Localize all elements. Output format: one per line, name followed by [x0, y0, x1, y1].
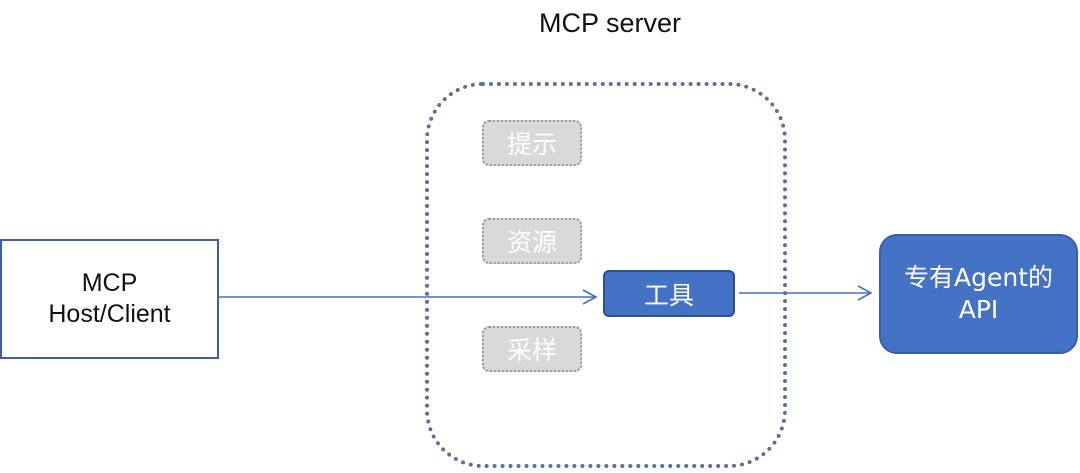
client-label-line2: Host/Client — [48, 300, 171, 328]
tools-node: 工具 — [603, 270, 735, 317]
mcp-host-client-node: MCP Host/Client — [0, 239, 219, 359]
client-to-tools-arrow — [219, 289, 598, 305]
resources-node: 资源 — [482, 218, 582, 264]
client-label-line1: MCP — [81, 268, 138, 297]
prompts-node: 提示 — [482, 120, 582, 166]
api-label-line1: 专有Agent的 — [904, 262, 1053, 292]
api-label-line2: API — [958, 295, 999, 324]
agent-api-node: 专有Agent的 API — [879, 234, 1078, 354]
mcp-server-container — [425, 82, 787, 468]
server-title: MCP server — [538, 8, 682, 38]
tools-to-api-arrow — [739, 285, 873, 301]
sampling-node: 采样 — [482, 326, 582, 372]
